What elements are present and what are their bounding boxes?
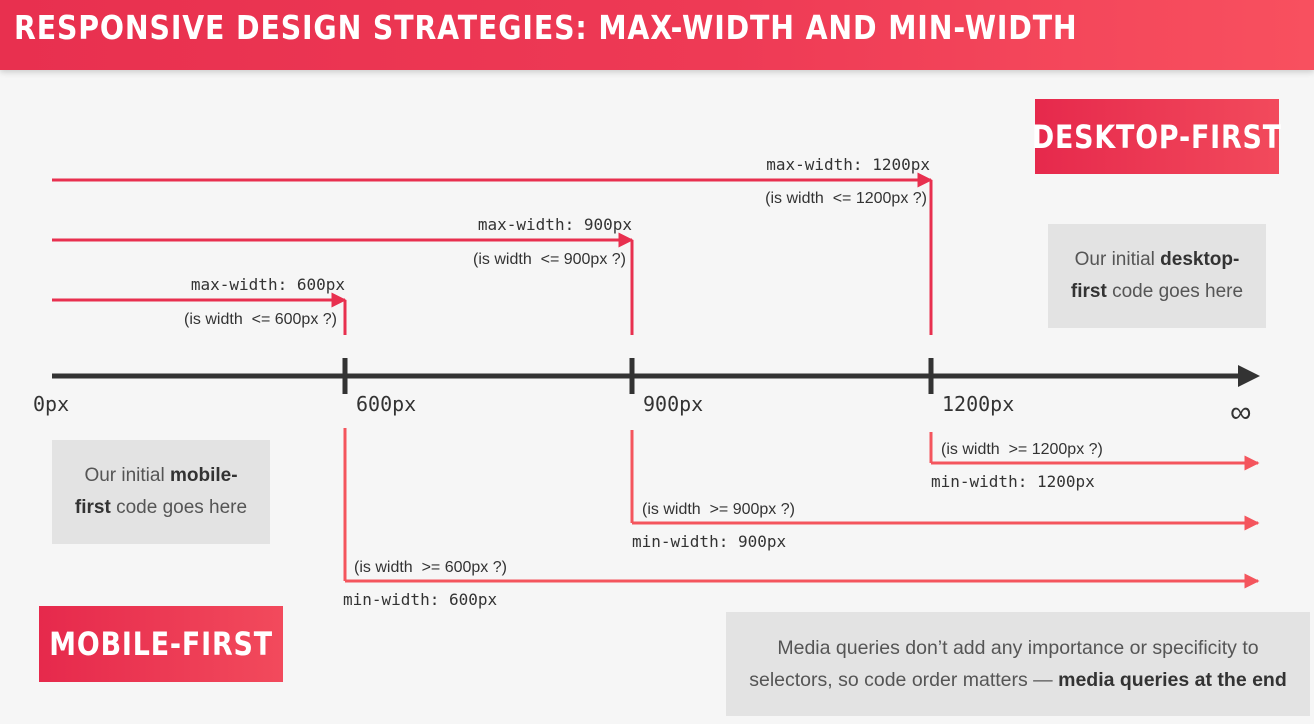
desktop-first-note: Our initial desktop- first code goes her…	[1048, 224, 1266, 328]
max-width-arrow-900	[52, 232, 634, 335]
axis-label-0: 0px	[33, 392, 69, 416]
min-width-label-600: min-width: 600px	[343, 590, 497, 609]
desktop-first-label: DESKTOP-FIRST	[1031, 117, 1283, 156]
media-query-note-emphasis: media queries at the end	[1058, 669, 1287, 691]
max-width-condition-900: (is width <= 900px ?)	[473, 251, 626, 268]
min-width-arrow-1200	[929, 432, 1260, 471]
min-width-arrow-900	[630, 430, 1260, 531]
min-width-condition-600: (is width >= 600px ?)	[354, 559, 507, 576]
page-title: RESPONSIVE DESIGN STRATEGIES: MAX-WIDTH …	[14, 8, 1078, 47]
min-width-condition-900: (is width >= 900px ?)	[642, 501, 795, 518]
axis-label-infinity: ∞	[1230, 396, 1251, 429]
desktop-first-badge: DESKTOP-FIRST	[1031, 99, 1283, 174]
axis-label-900: 900px	[643, 392, 703, 416]
min-width-condition-1200: (is width >= 1200px ?)	[941, 441, 1103, 458]
mobile-first-note: Our initial mobile- first code goes here	[52, 440, 270, 544]
max-width-label-900: max-width: 900px	[478, 215, 632, 234]
mobile-first-label: MOBILE-FIRST	[49, 625, 273, 663]
axis-label-1200: 1200px	[942, 392, 1014, 416]
min-width-arrow-600	[343, 428, 1260, 589]
media-query-note-line2: selectors, so code order matters —	[749, 669, 1059, 691]
axis-label-600: 600px	[356, 392, 416, 416]
max-width-condition-600: (is width <= 600px ?)	[184, 311, 337, 328]
max-width-arrow-600	[52, 292, 347, 335]
mobile-first-badge: MOBILE-FIRST	[39, 606, 283, 682]
media-query-note-line1: Media queries don’t add any importance o…	[777, 637, 1259, 659]
width-axis	[52, 358, 1260, 394]
max-width-label-600: max-width: 600px	[191, 275, 345, 294]
min-width-label-900: min-width: 900px	[632, 532, 786, 551]
header-bar: RESPONSIVE DESIGN STRATEGIES: MAX-WIDTH …	[0, 0, 1314, 70]
max-width-label-1200: max-width: 1200px	[766, 155, 930, 174]
max-width-arrow-1200	[52, 172, 933, 335]
media-query-note: Media queries don’t add any importance o…	[726, 612, 1310, 716]
min-width-label-1200: min-width: 1200px	[931, 472, 1095, 491]
max-width-condition-1200: (is width <= 1200px ?)	[765, 190, 927, 207]
